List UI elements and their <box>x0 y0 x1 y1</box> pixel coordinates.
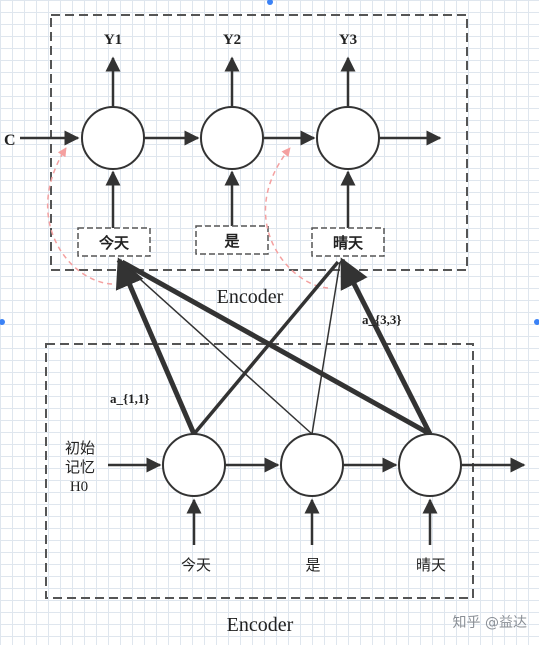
decoder-box-label: Encoder <box>217 286 284 308</box>
encoder-token-3: 晴天 <box>416 556 446 574</box>
frame-handle-right <box>534 319 539 325</box>
decoder-token-3: 晴天 <box>333 234 364 252</box>
initial-state-line-2: 记忆 <box>65 458 95 476</box>
encoder-token-2: 是 <box>305 556 320 574</box>
encoder-node-2 <box>280 433 344 497</box>
decoder-node-1 <box>81 106 145 170</box>
decoder-node-2 <box>200 106 264 170</box>
decoder-token-2: 是 <box>223 232 240 250</box>
output-label-y3: Y3 <box>339 32 357 48</box>
attention-line-2-1 <box>120 261 313 435</box>
decoder-token-box-3 <box>311 227 385 257</box>
frame-handle-top <box>267 0 273 5</box>
output-label-y2: Y2 <box>223 32 241 48</box>
attention-label-a33: a_{3,3} <box>362 312 402 327</box>
output-label-y1: Y1 <box>104 32 122 48</box>
feedback-curve-2 <box>264 147 329 289</box>
decoder-token-box-2 <box>195 225 269 255</box>
frame-handle-left <box>0 319 5 325</box>
context-label-c: C <box>4 132 16 149</box>
feedback-curve-1 <box>46 147 113 285</box>
decoder-node-3 <box>316 106 380 170</box>
attention-line-1-1 <box>115 257 197 435</box>
attention-line-1-3 <box>192 260 340 436</box>
initial-state-line-1: 初始 <box>65 439 95 457</box>
encoder-node-3 <box>398 433 462 497</box>
encoder-node-1 <box>162 433 226 497</box>
encoder-box <box>45 343 474 599</box>
decoder-token-box-1 <box>77 227 151 257</box>
encoder-token-1: 今天 <box>181 556 211 574</box>
attention-label-a11: a_{1,1} <box>110 391 150 406</box>
decoder-token-1: 今天 <box>98 234 130 252</box>
initial-state-line-3: H0 <box>70 479 88 495</box>
attention-line-2-3 <box>311 261 341 435</box>
encoder-box-label: Encoder <box>227 614 294 636</box>
watermark: 知乎 @益达 <box>453 614 527 631</box>
attention-line-3-3 <box>339 257 433 436</box>
attention-line-3-1 <box>120 259 432 437</box>
